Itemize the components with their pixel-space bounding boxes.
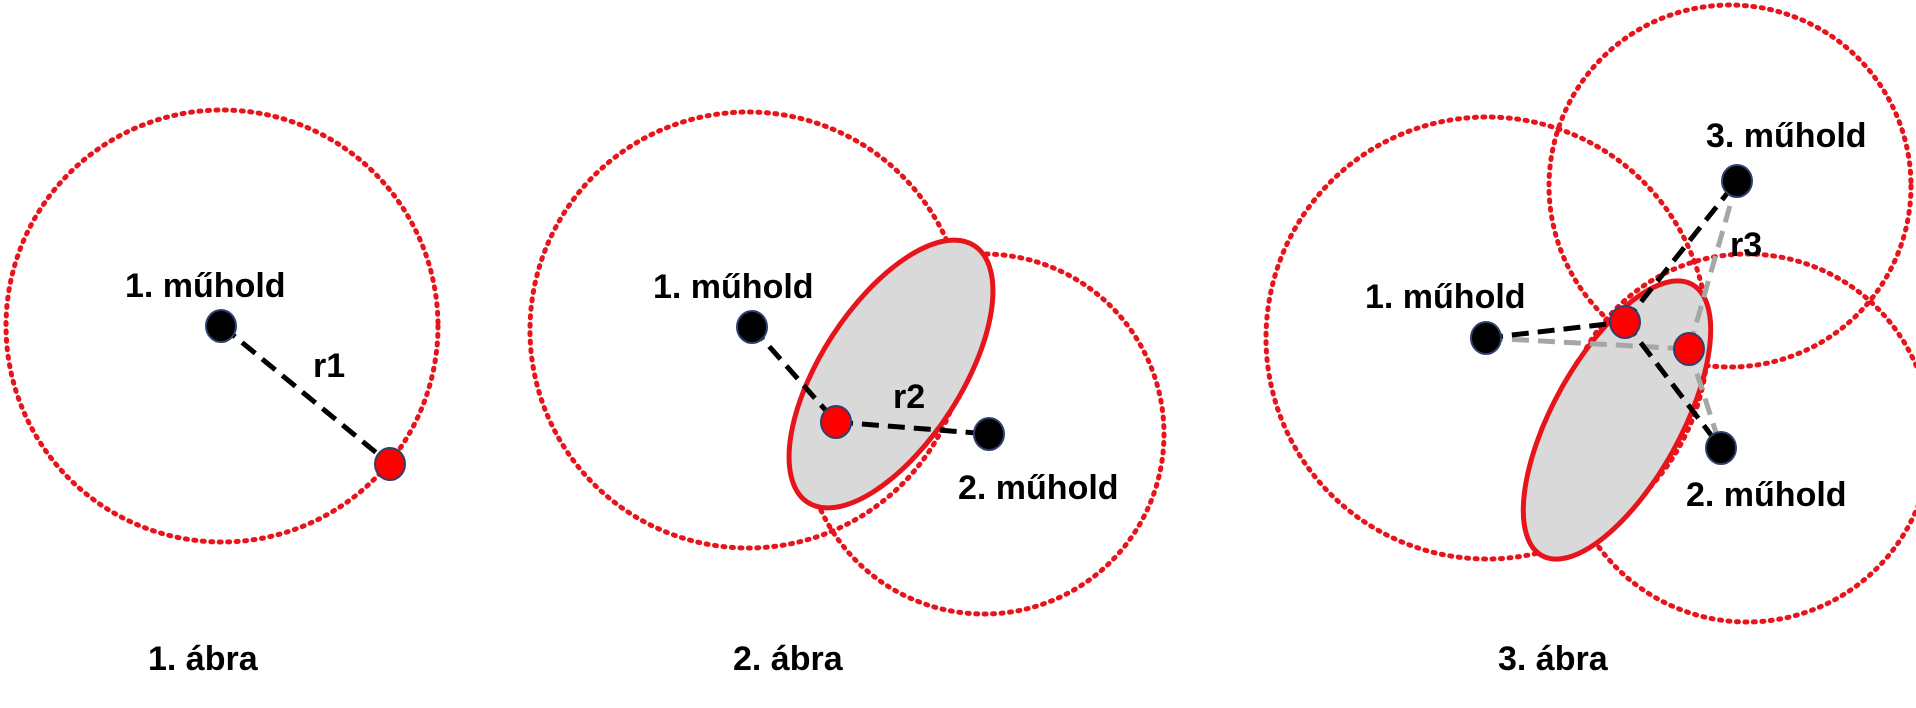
receiver-dot: [820, 405, 852, 439]
distance-line-r3: [1686, 180, 1740, 350]
distance-line-r1: [750, 325, 838, 424]
intersection-region: [1520, 278, 1714, 562]
satellite-1-label: 1. műhold: [1365, 278, 1526, 316]
panel-3: 1. műhold 2. műhold 3. műhold r3 3. ábra: [1263, 2, 1916, 678]
range-circle-3: [1546, 2, 1914, 370]
panel-1: 1. műhold r1 1. ábra: [3, 107, 441, 678]
intersection-region: [786, 237, 996, 511]
satellite-2-dot: [1705, 431, 1737, 465]
satellite-2-dot: [973, 417, 1005, 451]
satellite-2-label: 2. műhold: [958, 469, 1119, 507]
satellite-1-label: 1. műhold: [125, 267, 286, 305]
satellite-1-label: 1. műhold: [653, 268, 814, 306]
satellite-1-dot: [736, 310, 768, 344]
distance-line-secondary-1: [1485, 335, 1690, 352]
figure-caption-1: 1. ábra: [148, 640, 259, 678]
satellite-1-dot: [1470, 321, 1502, 355]
receiver-dot: [374, 447, 406, 481]
receiver-dot-candidate-1: [1609, 305, 1641, 339]
distance-line-secondary-2: [1686, 348, 1724, 449]
figure-caption-3: 3. ábra: [1498, 640, 1609, 678]
distance-line-3: [1623, 179, 1739, 324]
figure-caption-2: 2. ábra: [733, 640, 844, 678]
range-circle-1: [3, 107, 441, 545]
satellite-3-label: 3. műhold: [1706, 117, 1867, 155]
distance-line-2: [1623, 320, 1723, 450]
distance-label-r1: r1: [313, 347, 345, 385]
satellite-2-label: 2. műhold: [1686, 476, 1847, 514]
distance-label-r3: r3: [1730, 226, 1762, 264]
satellite-3-dot: [1721, 164, 1753, 198]
distance-label-r2: r2: [893, 378, 925, 416]
satellite-1-dot: [205, 309, 237, 343]
panel-2: 1. műhold 2. műhold r2 2. ábra: [527, 109, 1167, 678]
receiver-dot-candidate-2: [1673, 332, 1705, 366]
distance-line-r1: [220, 324, 392, 466]
distance-line-1: [1485, 319, 1626, 341]
